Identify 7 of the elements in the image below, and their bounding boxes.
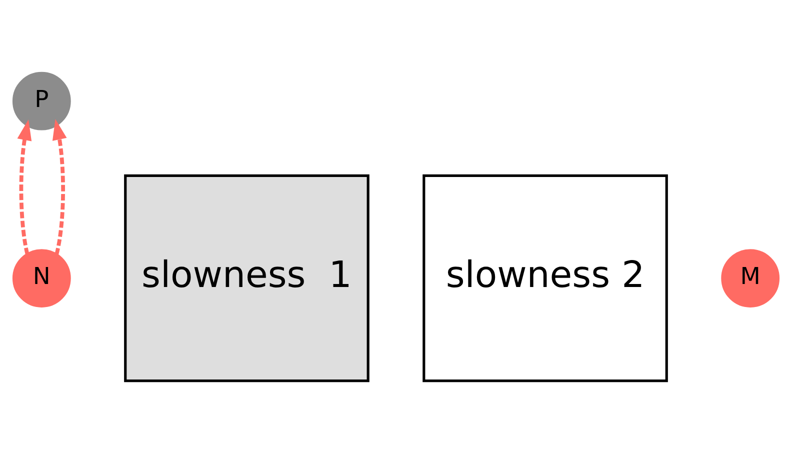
arrow xyxy=(52,119,67,255)
node-circle: P xyxy=(12,72,71,130)
node-circle: M xyxy=(721,249,780,308)
node-circle: N xyxy=(12,249,71,308)
node-box: slowness 1 xyxy=(124,174,370,382)
arrow xyxy=(17,119,32,255)
node-box: slowness 2 xyxy=(422,174,668,382)
